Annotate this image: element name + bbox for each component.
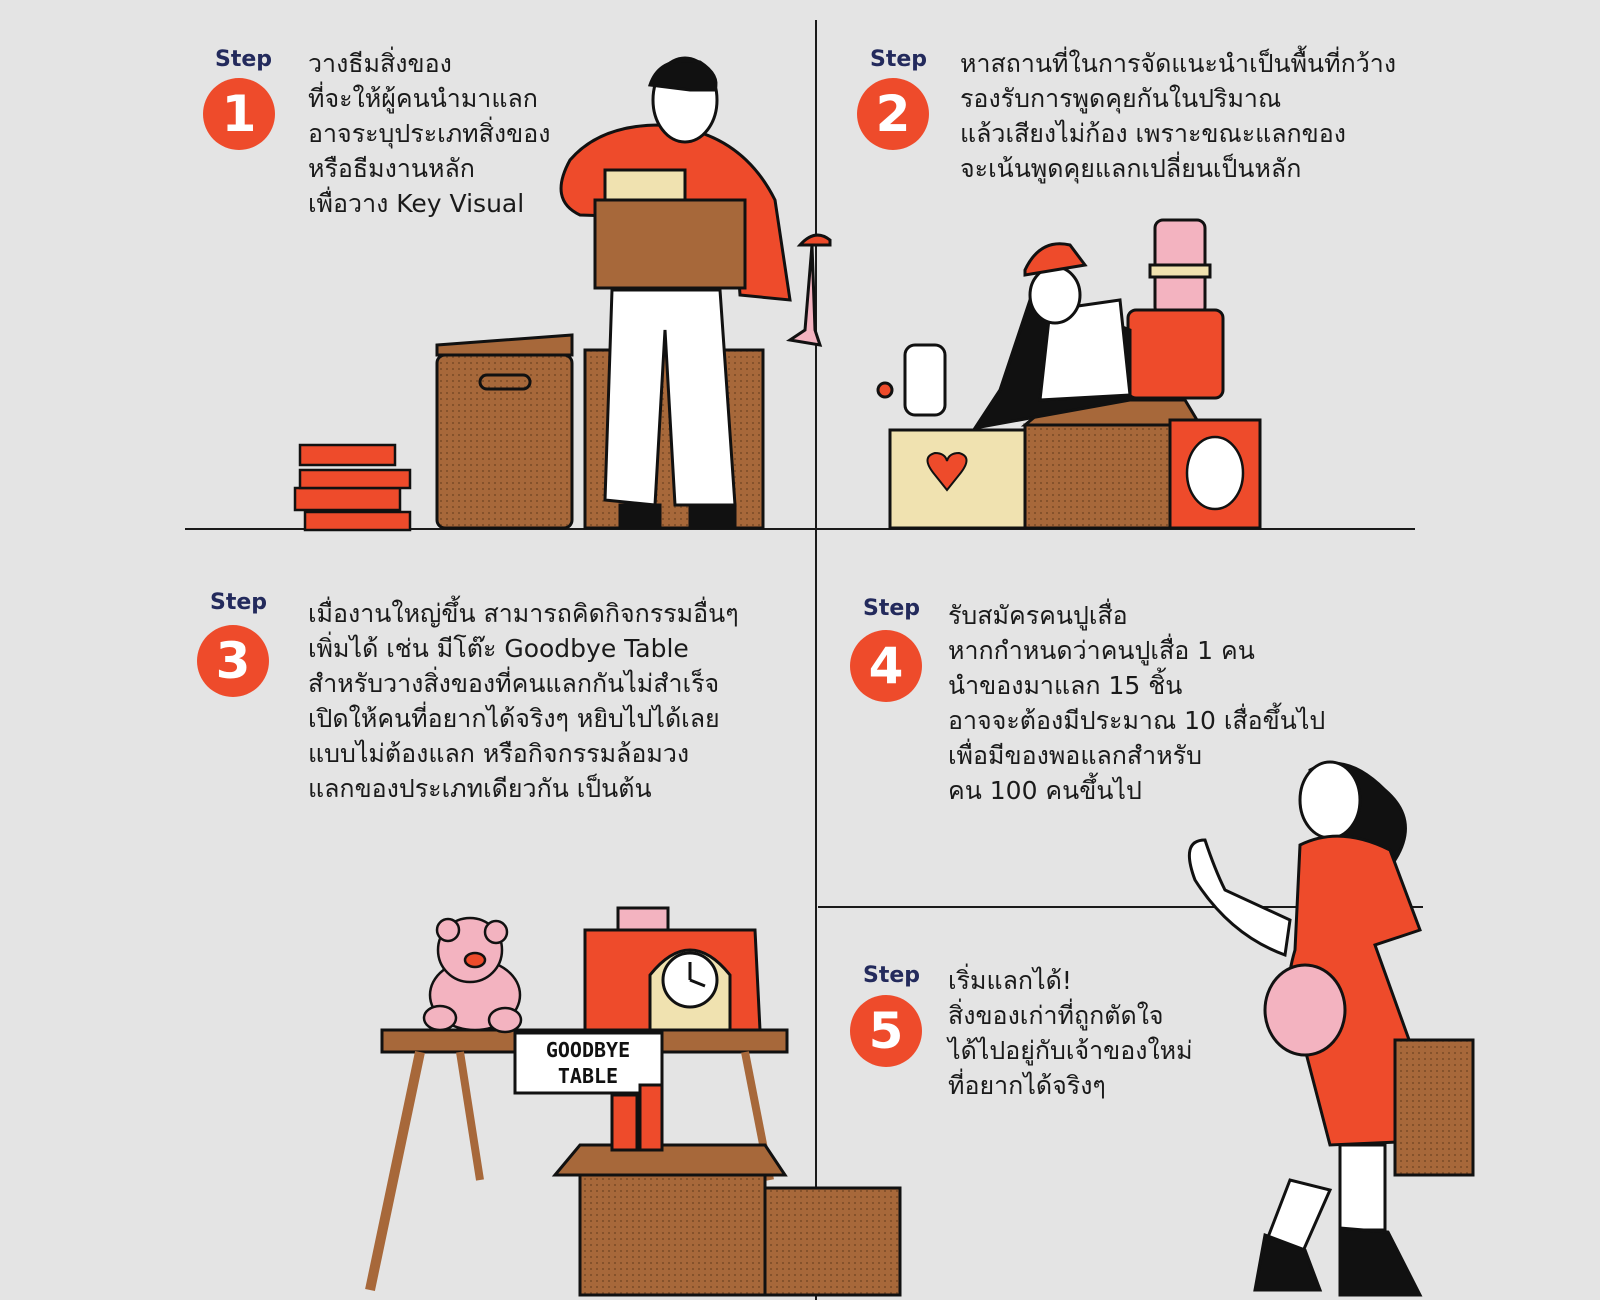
- sign-line-2: TABLE: [558, 1064, 618, 1088]
- step-description: หาสถานที่ในการจัดแนะนำเป็นพื้นที่กว้าง ร…: [960, 46, 1396, 186]
- open-cardboard-box-icon: [551, 1083, 788, 1297]
- step-text-line: อาจจะต้องมีประมาณ 10 เสื่อขึ้นไป: [948, 706, 1326, 735]
- red-bag-icon: [1126, 308, 1225, 400]
- step-number-badge: 5: [850, 995, 922, 1067]
- step-text-line: ที่จะให้ผู้คนนำมาแลก: [308, 84, 538, 113]
- step-text-line: อาจระบุประเภทสิ่งของ: [308, 119, 551, 148]
- mantel-clock-icon: [648, 948, 732, 1032]
- book-stack-icon: [293, 443, 412, 532]
- step-text-line: แลกของประเภทเดียวกัน เป็นต้น: [308, 774, 652, 803]
- step-number-badge: 4: [850, 630, 922, 702]
- step-text-line: นำของมาแลก 15 ชิ้น: [948, 671, 1183, 700]
- step-text-line: แบบไม่ต้องแลก หรือกิจกรรมล้อมวง: [308, 739, 690, 768]
- step-text-line: หากกำหนดว่าคนปูเสื่อ 1 คน: [948, 636, 1255, 665]
- step-description: รับสมัครคนปูเสื่อ หากกำหนดว่าคนปูเสื่อ 1…: [948, 598, 1325, 808]
- step-label: Step: [215, 47, 273, 72]
- step-label: Step: [870, 47, 928, 72]
- open-storage-box-icon: [435, 333, 574, 530]
- closed-cardboard-box-icon: [763, 1186, 902, 1297]
- divider-vertical: [815, 20, 817, 1300]
- step-text-line: หรือธีมงานหลัก: [308, 154, 475, 183]
- woman-sitting-icon: [876, 242, 1132, 431]
- step-text-line: เพื่อมีของพอแลกสำหรับ: [948, 741, 1202, 770]
- step-description: เมื่องานใหญ่ขึ้น สามารถคิดกิจกรรมอื่นๆ เ…: [308, 596, 739, 806]
- step-number-badge: 3: [197, 625, 269, 697]
- step-text-line: เพิ่มได้ เช่น มีโต๊ะ Goodbye Table: [308, 634, 689, 663]
- goodbye-table-sign: [513, 1031, 664, 1095]
- step-number-badge: 1: [203, 78, 275, 150]
- step-label: Step: [863, 963, 921, 988]
- step-label: Step: [863, 596, 921, 621]
- broken-heart-icon: [926, 451, 968, 492]
- step-text-line: ได้ไปอยู่กับเจ้าของใหม่: [948, 1036, 1193, 1065]
- step-description: เริ่มแลกได้! สิ่งของเก่าที่ถูกตัดใจ ได้ไ…: [948, 963, 1193, 1103]
- cardboard-box-icon: [1020, 398, 1203, 530]
- divider-horizontal-lower-right: [818, 906, 1423, 908]
- step-text-line: ที่อยากได้จริงๆ: [948, 1071, 1106, 1100]
- step-text-line: หาสถานที่ในการจัดแนะนำเป็นพื้นที่กว้าง: [960, 49, 1397, 78]
- step-text-line: รองรับการพูดคุยกันในปริมาณ: [960, 84, 1282, 113]
- step-text-line: เพื่อวาง Key Visual: [308, 189, 525, 218]
- step-text-line: สิ่งของเก่าที่ถูกตัดใจ: [948, 1001, 1164, 1030]
- step-number-badge: 2: [857, 78, 929, 150]
- step-text-line: เมื่องานใหญ่ขึ้น สามารถคิดกิจกรรมอื่นๆ: [308, 599, 739, 628]
- step-text-line: เปิดให้คนที่อยากได้จริงๆ หยิบไปได้เลย: [308, 704, 720, 733]
- thermos-icon: [1148, 218, 1212, 317]
- teddy-bear-icon: [422, 916, 523, 1034]
- step-text-line: จะเน้นพูดคุยแลกเปลี่ยนเป็นหลัก: [960, 154, 1302, 183]
- cream-box-icon: [888, 428, 1027, 530]
- step-text-line: สำหรับวางสิ่งของที่คนแลกกันไม่สำเร็จ: [308, 669, 720, 698]
- step-text-line: รับสมัครคนปูเสื่อ: [948, 601, 1128, 630]
- step-text-line: คน 100 คนขึ้นไป: [948, 776, 1142, 805]
- step-label: Step: [210, 590, 268, 615]
- man-holding-box-icon: [559, 56, 832, 527]
- sign-line-1: GOODBYE: [546, 1038, 630, 1062]
- step-text-line: เริ่มแลกได้!: [948, 966, 1072, 995]
- step-description: วางธีมสิ่งของ ที่จะให้ผู้คนนำมาแลก อาจระ…: [308, 46, 550, 221]
- divider-horizontal-top: [185, 528, 1415, 530]
- step-text-line: แล้วเสียงไม่ก้อง เพราะขณะแลกของ: [960, 119, 1346, 148]
- walking-woman-icon: [1187, 760, 1475, 1297]
- step-text-line: วางธีมสิ่งของ: [308, 49, 452, 78]
